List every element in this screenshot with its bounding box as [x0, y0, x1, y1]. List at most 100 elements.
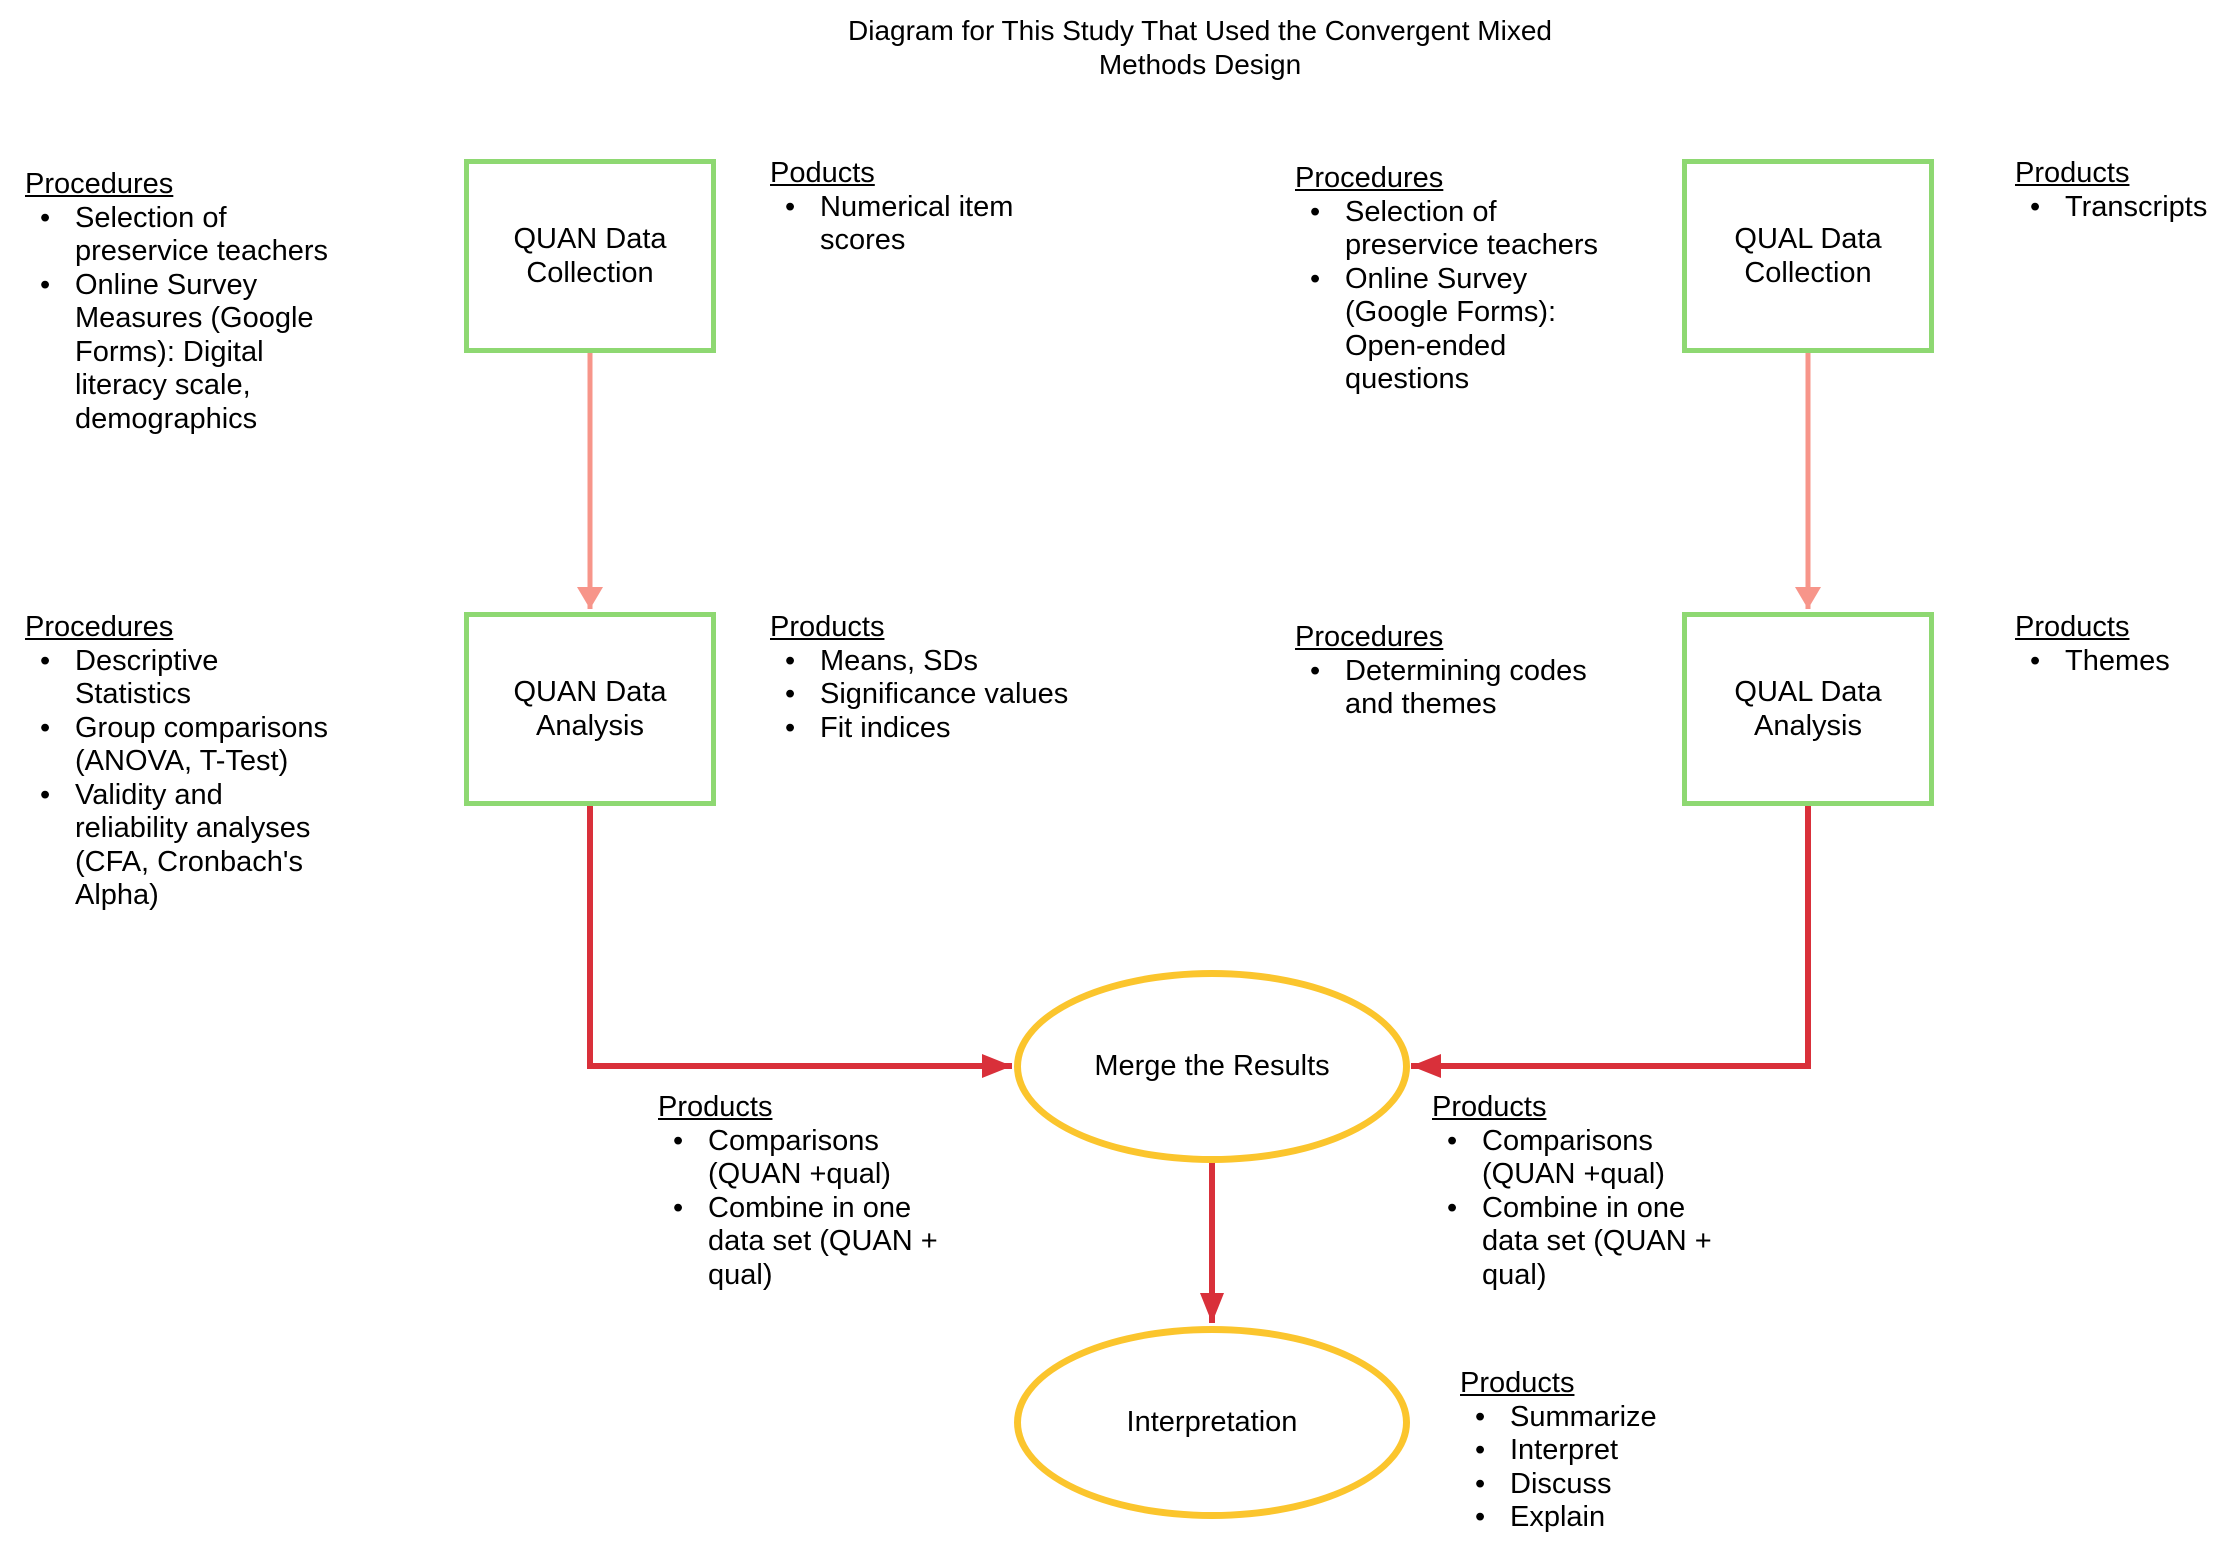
note-quan-analysis-procedures: ProceduresDescriptiveStatisticsGroup com…: [25, 611, 328, 913]
note-bullet-text-line: and themes: [1345, 688, 1497, 720]
node-label-line: QUAN Data: [513, 676, 667, 708]
note-bullet-text-line: Numerical item: [820, 190, 1014, 223]
note-heading: Products: [658, 1091, 773, 1123]
node-merge-the-results: Merge the Results: [1014, 970, 1410, 1163]
note-bullet-text-line: literacy scale,: [75, 369, 251, 401]
note-bullet-text-line: Transcripts: [2065, 190, 2208, 223]
node-label: Merge the Results: [1094, 1050, 1330, 1082]
note-bullet-text-line: Comparisons: [708, 1124, 879, 1157]
note-bullet-text-line: Discuss: [1510, 1467, 1612, 1500]
note-heading: Products: [1432, 1091, 1547, 1123]
node-label-line: QUAL Data: [1734, 223, 1882, 255]
note-bullet-item: Summarize: [1460, 1401, 1657, 1435]
note-bullet-text-line: Comparisons: [1482, 1124, 1653, 1157]
arrow-quan-analysis-to-merge: [587, 805, 1012, 1078]
note-bullet-text-line: Explain: [1510, 1501, 1606, 1533]
note-bullet-text-line: scores: [820, 224, 906, 256]
note-heading: Products: [2015, 157, 2130, 189]
node-label-line: Collection: [526, 257, 654, 289]
note-merge-products-right: ProductsComparisons(QUAN +qual)Combine i…: [1432, 1091, 1712, 1292]
node-label-line: QUAL Data: [1734, 676, 1882, 708]
note-bullet-text-line: Online Survey: [75, 268, 258, 301]
arrow-qual-analysis-to-merge: [1411, 805, 1811, 1078]
note-bullet-text-line: data set (QUAN +: [708, 1225, 938, 1257]
node-quan-data-collection: QUAN Data Collection: [464, 159, 716, 353]
note-bullet-list: Comparisons(QUAN +qual)Combine in onedat…: [1432, 1125, 1712, 1293]
note-bullet-text-line: Statistics: [75, 678, 192, 710]
note-bullet-text-line: preservice teachers: [1345, 229, 1599, 261]
note-bullet-text-line: qual): [1482, 1258, 1547, 1291]
node-label-line: Collection: [1744, 257, 1872, 289]
note-bullet-text-line: Measures (Google: [75, 302, 314, 334]
note-bullet-item: Explain: [1460, 1501, 1657, 1535]
note-bullet-item: Fit indices: [770, 712, 1068, 746]
node-qual-data-analysis: QUAL Data Analysis: [1682, 612, 1934, 806]
note-bullet-text-line: (CFA, Cronbach's: [75, 845, 303, 878]
note-bullet-text-line: Online Survey: [1345, 262, 1528, 295]
note-bullet-item: Comparisons(QUAN +qual): [1432, 1125, 1712, 1192]
note-heading: Procedures: [1295, 621, 1444, 653]
note-bullet-list: Transcripts: [2015, 191, 2207, 225]
note-bullet-text-line: Interpret: [1510, 1434, 1618, 1466]
note-bullet-text-line: Alpha): [75, 879, 159, 911]
note-bullet-item: Online Survey(Google Forms):Open-endedqu…: [1295, 263, 1598, 397]
note-heading: Procedures: [25, 611, 174, 643]
note-bullet-text-line: (QUAN +qual): [1482, 1158, 1665, 1190]
note-bullet-text-line: questions: [1345, 363, 1470, 395]
note-bullet-text-line: preservice teachers: [75, 235, 329, 267]
node-label-line: Analysis: [535, 710, 644, 742]
note-bullet-item: Interpret: [1460, 1434, 1657, 1468]
note-heading: Products: [1460, 1367, 1575, 1399]
note-bullet-text-line: Validity and: [75, 778, 223, 811]
note-bullet-text-line: Fit indices: [820, 711, 951, 744]
note-bullet-text-line: qual): [708, 1258, 773, 1291]
diagram-title: Diagram for This Study That Used the Con…: [600, 14, 1800, 82]
note-bullet-text-line: Combine in one: [1482, 1191, 1686, 1224]
note-heading: Products: [2015, 611, 2130, 643]
note-merge-products-left: ProductsComparisons(QUAN +qual)Combine i…: [658, 1091, 938, 1292]
note-bullet-list: DescriptiveStatisticsGroup comparisons(A…: [25, 645, 328, 913]
note-qual-collection-products: ProductsTranscripts: [2015, 157, 2207, 224]
note-bullet-text-line: Themes: [2065, 644, 2170, 677]
note-bullet-list: Themes: [2015, 645, 2170, 679]
note-bullet-text-line: Selection of: [75, 201, 227, 234]
note-bullet-text-line: Significance values: [820, 678, 1069, 710]
note-quan-analysis-products: ProductsMeans, SDsSignificance valuesFit…: [770, 611, 1068, 745]
note-bullet-text-line: Means, SDs: [820, 644, 978, 677]
note-bullet-item: Means, SDs: [770, 645, 1068, 679]
note-bullet-text-line: Descriptive: [75, 644, 219, 677]
note-bullet-text-line: (QUAN +qual): [708, 1158, 891, 1190]
note-heading: Procedures: [25, 168, 174, 200]
note-bullet-list: SummarizeInterpretDiscussExplain: [1460, 1401, 1657, 1535]
title-line-2: Methods Design: [1098, 49, 1302, 80]
node-qual-data-collection: QUAL Data Collection: [1682, 159, 1934, 353]
note-bullet-text-line: Open-ended: [1345, 329, 1507, 362]
note-bullet-text-line: data set (QUAN +: [1482, 1225, 1712, 1257]
note-bullet-item: Group comparisons(ANOVA, T-Test): [25, 712, 328, 779]
node-label-line: Analysis: [1754, 710, 1862, 742]
note-bullet-text-line: Summarize: [1510, 1400, 1657, 1433]
note-bullet-item: Transcripts: [2015, 191, 2207, 225]
node-interpretation: Interpretation: [1014, 1326, 1410, 1519]
note-heading: Procedures: [1295, 162, 1444, 194]
note-bullet-text-line: (ANOVA, T-Test): [75, 745, 289, 777]
note-bullet-list: Means, SDsSignificance valuesFit indices: [770, 645, 1068, 746]
note-bullet-text-line: Forms): Digital: [75, 335, 264, 368]
note-bullet-text-line: Selection of: [1345, 195, 1497, 228]
